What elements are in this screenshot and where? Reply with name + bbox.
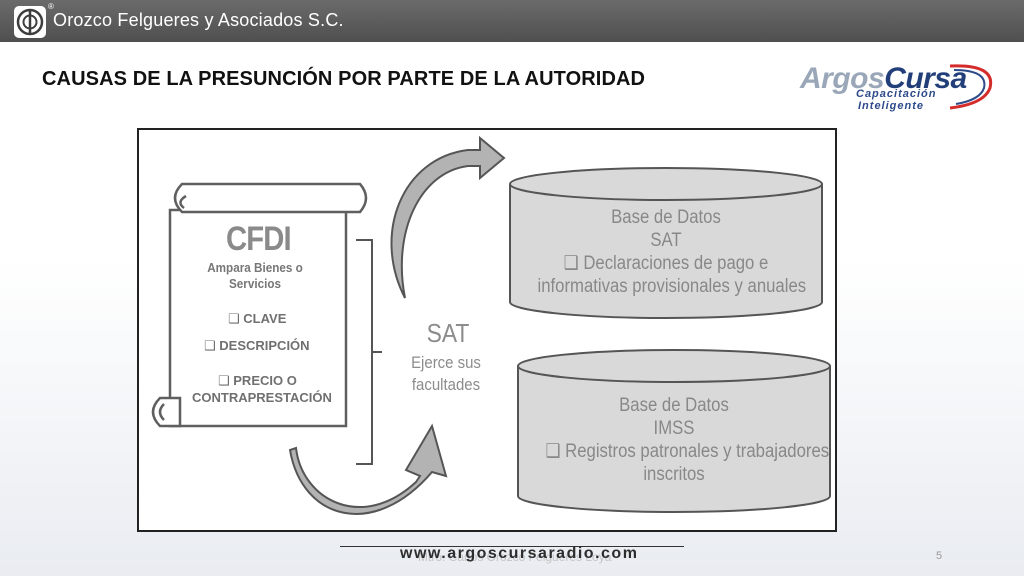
arrow-to-sat-database <box>390 135 506 299</box>
company-logo <box>14 6 46 38</box>
imss-db-line3: ❑ Registros patronales y trabajadores <box>545 441 830 462</box>
cfdi-subtitle: Ampara Bienes o Servicios <box>207 260 303 291</box>
cfdi-item-contraprestacion: CONTRAPRESTACIÓN <box>192 390 332 405</box>
sat-database-cylinder <box>509 167 823 319</box>
cfdi-item-descripcion: ❑ DESCRIPCIÓN <box>204 338 310 353</box>
sat-db-line2: SAT <box>650 230 682 251</box>
brand-swoosh-icon <box>949 64 993 110</box>
cfdi-item-clave: ❑ CLAVE <box>228 311 287 326</box>
footer-url-link[interactable]: www.argoscursaradio.com <box>400 545 639 562</box>
header-bar <box>0 0 1024 42</box>
argoscursa-logo: ArgosCursa Capacitación Inteligente <box>800 62 996 118</box>
arrow-to-imss-database <box>288 423 448 515</box>
footer-author: Mtro. Carlos Orozco Felgueres Loya <box>418 550 612 564</box>
footer-divider <box>340 546 684 547</box>
brand-name-part1: Argos <box>800 62 885 95</box>
cfdi-item-precio: ❑ PRECIO O <box>218 373 297 388</box>
brand-name: ArgosCursa <box>800 62 967 96</box>
slide-title: CAUSAS DE LA PRESUNCIÓN POR PARTE DE LA … <box>42 68 646 90</box>
company-name: Orozco Felgueres y Asociados S.C. <box>53 10 344 30</box>
imss-db-line4: inscritos <box>643 464 705 485</box>
sat-label: SAT <box>426 318 470 348</box>
sat-db-line4: informativas provisionales y anuales <box>537 276 807 297</box>
imss-db-line1: Base de Datos <box>619 395 729 416</box>
bracket-connector <box>356 239 382 465</box>
page-number: 5 <box>936 550 943 562</box>
sat-db-line1: Base de Datos <box>611 207 721 228</box>
brand-tagline-2: Inteligente <box>858 100 925 112</box>
sat-db-line3: ❑ Declaraciones de pago e <box>563 253 769 274</box>
registered-mark: ® <box>48 2 54 11</box>
logo-icon <box>16 8 44 36</box>
imss-database-cylinder <box>517 349 831 513</box>
cfdi-title: CFDI <box>226 220 292 258</box>
brand-name-part2: Cursa <box>884 62 967 95</box>
sat-description: Ejerce sus facultades <box>411 353 481 394</box>
imss-db-line2: IMSS <box>653 418 695 439</box>
cfdi-scroll-icon <box>151 182 368 428</box>
brand-tagline-1: Capacitación <box>856 88 937 100</box>
